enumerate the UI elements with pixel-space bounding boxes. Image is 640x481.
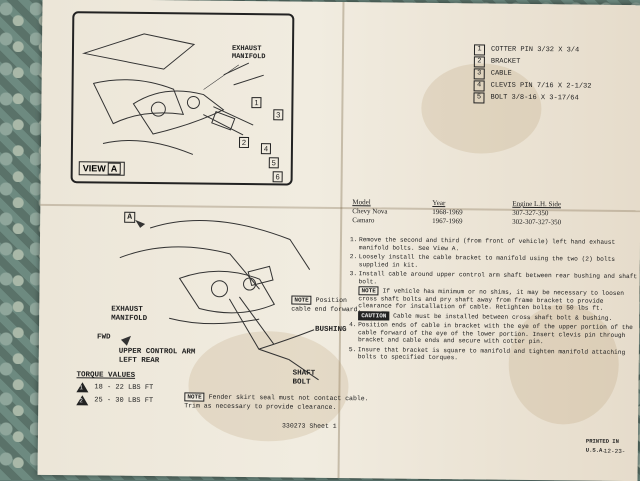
shaft-bolt-label: SHAFT BOLT <box>292 369 316 387</box>
callout-box: 3 <box>273 109 284 121</box>
step-item: NOTE If vehicle has minimum or no shims,… <box>349 286 637 313</box>
part-name: BOLT 3/8-16 X 3-17/64 <box>490 93 579 103</box>
table-row: Camaro 1967-1969 302-307-327-350 <box>352 216 622 228</box>
torque-values: TORQUE VALUES 1 18 - 22 LBS FT 2 25 - 30 L… <box>76 371 153 406</box>
fender-note: NOTE Fender skirt seal must not contact … <box>184 392 369 412</box>
step-text: Remove the second and third (from front … <box>358 236 616 252</box>
callout-box: 5 <box>268 157 279 169</box>
part-number: 2 <box>473 55 485 68</box>
triangle-icon: 2 <box>76 395 89 406</box>
part-number: 1 <box>473 43 486 56</box>
step-number: 4. <box>349 321 357 329</box>
callout-box: 4 <box>260 143 272 155</box>
step-text: If vehicle has minimum or no shims, it m… <box>358 287 624 312</box>
callout-box: 6 <box>272 171 283 183</box>
torque-row: 2 25 - 30 LBS FT <box>76 395 153 406</box>
step-text: Cable must be installed between cross sh… <box>393 312 613 322</box>
step-item: CAUTION Cable must be installed between … <box>349 310 637 323</box>
part-name: COTTER PIN 3/32 X 3/4 <box>490 45 580 55</box>
print-date: 12-23- <box>603 447 626 456</box>
part-number: 5 <box>473 91 485 104</box>
callout-box: 2 <box>238 136 250 149</box>
torque-row: 1 18 - 22 LBS FT <box>76 382 153 393</box>
installation-diagram <box>119 219 319 381</box>
step-item: 1.Remove the second and third (from fron… <box>350 236 638 254</box>
torque-number: 2 <box>79 397 83 405</box>
table-cell: Camaro <box>352 216 375 225</box>
torque-number: 1 <box>79 384 84 392</box>
fwd-label: FWD <box>96 333 111 342</box>
step-item: 2.Loosely install the cable bracket to m… <box>350 253 638 271</box>
step-number: 1. <box>349 236 358 244</box>
part-number: 3 <box>473 67 485 80</box>
step-text: Install cable around upper control arm s… <box>358 270 638 285</box>
sheet-number: 330273 Sheet 1 <box>282 422 337 430</box>
step-number: 5. <box>348 345 357 353</box>
bushing-label: BUSHING <box>315 325 347 335</box>
part-name: CLEVIS PIN 7/16 X 2-1/32 <box>490 81 592 91</box>
torque-title: TORQUE VALUES <box>76 371 136 380</box>
table-cell: 302-307-327-350 <box>512 217 562 227</box>
step-text: Insure that bracket is square to manifol… <box>357 345 626 362</box>
upper-control-arm-label: UPPER CONTROL ARM LEFT REAR <box>118 347 196 366</box>
torque-value: 18 - 22 LBS FT <box>94 383 154 393</box>
callout-box: 1 <box>251 97 262 109</box>
view-label-text: VIEW <box>82 163 106 174</box>
list-item: 5 BOLT 3/8-16 X 3-17/64 <box>473 91 640 105</box>
step-number: 3. <box>349 270 358 278</box>
part-number: 4 <box>473 79 485 92</box>
exhaust-manifold-label: EXHAUST MANIFOLD <box>231 44 266 62</box>
exhaust-manifold-label: EXHAUST MANIFOLD <box>111 305 148 323</box>
note-tag: NOTE <box>184 392 205 402</box>
view-letter: A <box>107 162 121 175</box>
installation-steps: 1.Remove the second and third (from fron… <box>349 236 638 366</box>
torque-value: 25 - 30 LBS FT <box>94 396 154 406</box>
step-item: 4.Position ends of cable in bracket with… <box>349 321 637 347</box>
view-a-drawing <box>81 33 264 155</box>
step-text: Position ends of cable in bracket with t… <box>357 321 633 346</box>
view-a-reference: A <box>124 211 136 223</box>
parts-list: 1 COTTER PIN 3/32 X 3/4 2 BRACKET 3 CABLE 4… <box>473 43 640 105</box>
part-name: CABLE <box>490 69 512 78</box>
position-note: NOTE Position cable end forward. <box>291 295 362 314</box>
model-table: Model Year Engine L.H. Side Chevy Nova 1… <box>352 198 622 228</box>
triangle-icon: 1 <box>76 382 89 393</box>
caution-tag: CAUTION <box>358 310 390 321</box>
step-text: Loosely install the cable bracket to man… <box>358 253 616 269</box>
fender-note-text: Fender skirt seal must not contact cable… <box>184 393 369 411</box>
step-item: 3.Install cable around upper control arm… <box>350 270 638 288</box>
part-name: BRACKET <box>490 57 521 66</box>
step-number: 2. <box>349 253 358 261</box>
table-cell: 1967-1969 <box>432 216 463 226</box>
step-item: 5.Insure that bracket is square to manif… <box>349 346 637 364</box>
note-tag: NOTE <box>291 295 312 305</box>
